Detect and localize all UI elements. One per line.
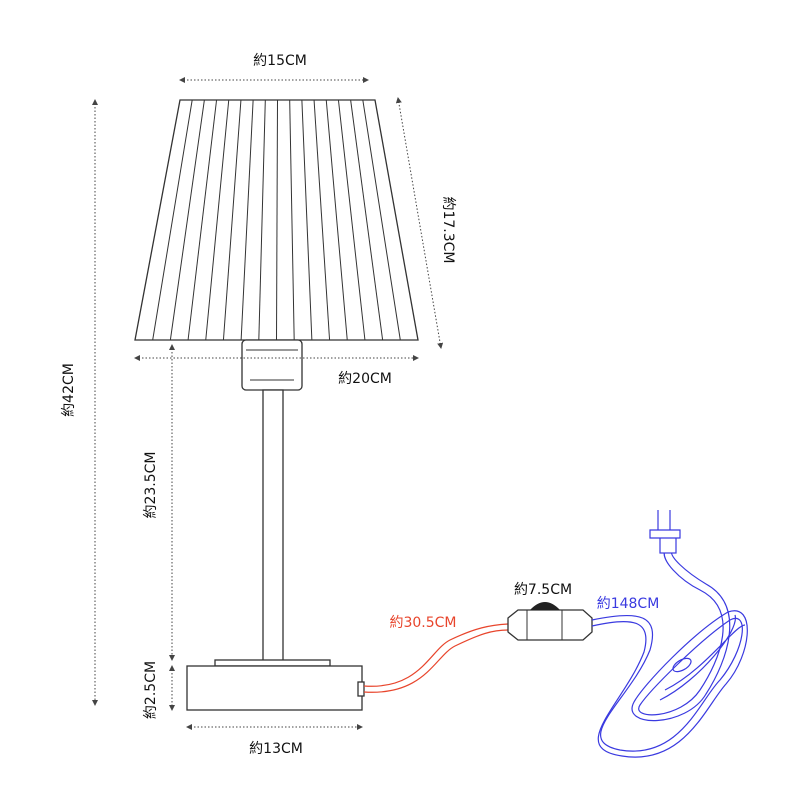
shade-pleat — [325, 99, 348, 341]
lamp-shade — [134, 99, 419, 341]
label-stem-height: 約23.5CM — [143, 451, 159, 518]
label-total-height: 約42CM — [61, 363, 77, 417]
shade-pleat — [313, 99, 331, 341]
shade-pleat — [337, 99, 366, 341]
shade-pleat — [187, 99, 218, 341]
power-plug — [649, 510, 681, 554]
label-switch-length: 約7.5CM — [514, 582, 572, 598]
cord-to-plug — [591, 549, 748, 758]
lamp-stem — [262, 389, 284, 666]
shade-pleat — [362, 99, 401, 341]
shade-pleat — [222, 99, 242, 341]
label-cord-to-plug: 約148CM — [597, 596, 660, 612]
shade-pleat — [289, 99, 295, 341]
shade-pleat — [276, 99, 278, 341]
lamp-base — [186, 659, 365, 711]
label-shade-slant-height: 約17.3CM — [440, 196, 456, 263]
shade-pleat — [169, 99, 205, 341]
label-shade-bottom-width: 約20CM — [338, 371, 392, 387]
cord-to-switch — [363, 623, 509, 693]
dimension-lines — [92, 77, 444, 730]
label-base-width: 約13CM — [249, 741, 303, 757]
label-cord-to-switch: 約30.5CM — [389, 615, 456, 631]
label-shade-top-width: 約15CM — [253, 53, 307, 69]
label-base-height: 約2.5CM — [143, 661, 159, 719]
shade-pleat — [301, 99, 313, 341]
shade-pleat — [205, 99, 230, 341]
inline-switch — [507, 602, 593, 641]
lamp-socket — [241, 339, 303, 391]
shade-pleat — [240, 99, 254, 341]
shade-pleat — [152, 99, 193, 341]
shade-pleat — [350, 99, 384, 341]
shade-pleat — [258, 99, 266, 341]
